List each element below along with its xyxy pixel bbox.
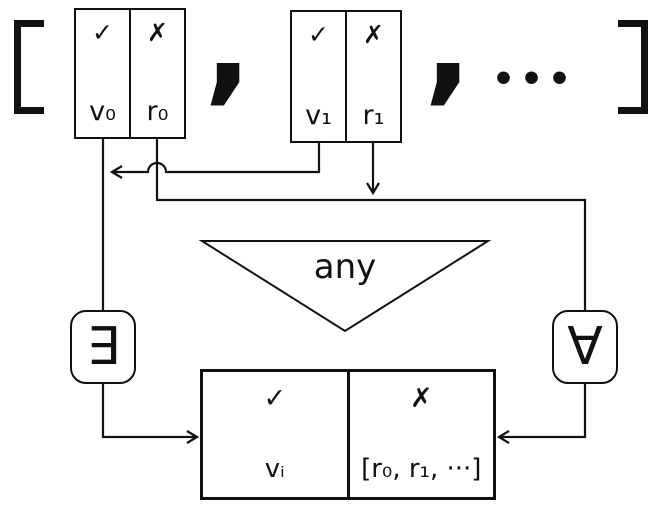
forall-quantifier-box: ∀ [552,310,618,384]
wire-v1-merge-arrow [109,143,321,179]
exists-quantifier-box: ∃ [70,310,136,384]
wire-forall-to-result [496,383,587,444]
result-item-1: ✓ v₁ ✗ r₁ [290,10,402,143]
result-item-0-failure-cell: ✗ r₀ [129,10,184,137]
reasons-list-label: [r₀, r₁, ···] [361,454,482,484]
open-bracket [14,20,44,114]
comma-separator-1: , [203,0,253,118]
wire-r0-to-forall [155,139,587,310]
check-mark: ✓ [308,20,329,49]
check-mark: ✓ [92,18,113,47]
comma-separator-2: , [423,0,473,118]
ellipsis: ••• [492,59,577,100]
reason-label-r1: r₁ [362,100,385,131]
wire-exists-to-result [101,383,200,444]
cross-mark: ✗ [409,383,433,414]
cross-mark: ✗ [147,18,168,47]
result-item-0-success-cell: ✓ v₀ [76,10,129,137]
result-output-box: ✓ vᵢ ✗ [r₀, r₁, ···] [200,369,496,500]
result-item-0: ✓ v₀ ✗ r₀ [74,8,186,139]
cross-mark: ✗ [363,20,384,49]
value-label-v1: v₁ [305,100,332,131]
check-mark: ✓ [263,383,287,414]
result-output-success-cell: ✓ vᵢ [203,372,347,497]
result-item-1-success-cell: ✓ v₁ [292,12,345,141]
result-output-failure-cell: ✗ [r₀, r₁, ···] [346,372,494,497]
forall-symbol: ∀ [567,317,603,377]
value-label-vi: vᵢ [264,454,285,484]
reason-label-r0: r₀ [146,96,169,127]
any-operation-label: any [313,247,377,287]
result-item-1-failure-cell: ✗ r₁ [345,12,400,141]
close-bracket [618,20,648,114]
exists-symbol: ∃ [86,317,120,377]
value-label-v0: v₀ [89,96,116,127]
any-funnel-triangle [198,240,492,333]
